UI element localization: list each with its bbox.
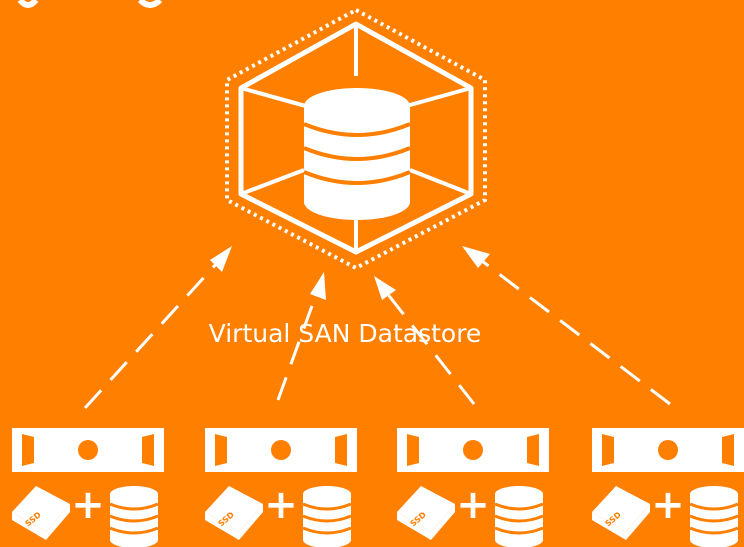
host-1: SSD+ (12, 428, 164, 547)
arrow-host-4 (462, 246, 671, 406)
disk-stack-icon (689, 486, 739, 547)
cube-edge-right (409, 168, 472, 196)
arrow-host-3 (374, 276, 476, 405)
disk-stack-icon (109, 486, 159, 547)
plus-sign: + (71, 482, 105, 528)
cropped-shape-left (17, 0, 39, 8)
cube-edge-left (240, 168, 305, 196)
arrows (83, 246, 671, 410)
server-icon (592, 428, 744, 472)
datastore-label: Virtual SAN Datastore (209, 319, 482, 348)
server-icon (397, 428, 549, 472)
host-4: SSD+ (592, 428, 744, 547)
plus-sign: + (651, 482, 685, 528)
ssd-icon: SSD (397, 486, 455, 540)
disk-stack-icon (494, 486, 544, 547)
host-3: SSD+ (397, 428, 549, 547)
database-cylinder-icon (303, 88, 411, 220)
arrow-host-2 (276, 272, 326, 401)
ssd-icon: SSD (12, 486, 70, 540)
host-2: SSD+ (205, 428, 357, 547)
plus-sign: + (264, 482, 298, 528)
plus-sign: + (456, 482, 490, 528)
datastore-cube-icon (225, 7, 487, 271)
hosts: SSD+SSD+SSD+SSD+ (12, 428, 744, 547)
server-icon (205, 428, 357, 472)
arrow-host-1 (83, 246, 232, 410)
cropped-shape-right (137, 0, 163, 8)
server-icon (12, 428, 164, 472)
ssd-icon: SSD (205, 486, 263, 540)
ssd-icon: SSD (592, 486, 650, 540)
disk-stack-icon (302, 486, 352, 547)
